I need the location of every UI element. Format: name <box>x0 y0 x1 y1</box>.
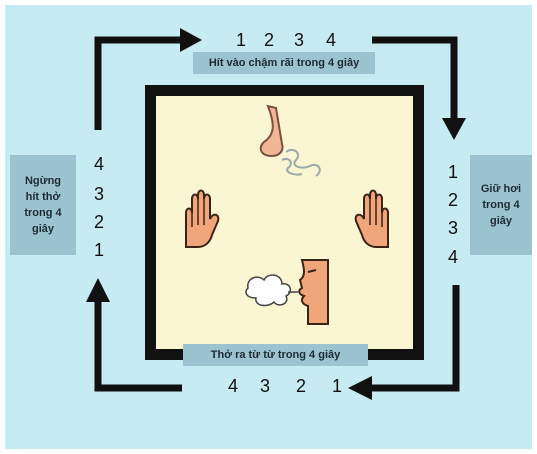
top-number-3: 3 <box>294 30 304 51</box>
arrowhead-right <box>442 118 466 140</box>
right-number-2: 2 <box>448 190 458 211</box>
exhale-face-icon <box>242 258 342 328</box>
inhale-label: Hít vào chậm rãi trong 4 giây <box>193 52 375 74</box>
hand-right-icon <box>352 189 396 249</box>
pause-label: Ngừng hít thở trong 4 giây <box>10 155 76 255</box>
top-number-2: 2 <box>264 30 274 51</box>
top-number-1: 1 <box>236 30 246 51</box>
hold-label: Giữ hơi trong 4 giây <box>470 155 532 255</box>
arrowhead-left <box>86 278 110 302</box>
exhale-label: Thở ra từ từ trong 4 giây <box>183 344 368 366</box>
left-number-4: 4 <box>94 154 104 175</box>
nose-icon <box>246 104 336 184</box>
right-number-3: 3 <box>448 218 458 239</box>
right-number-1: 1 <box>448 162 458 183</box>
left-number-2: 2 <box>94 212 104 233</box>
arrowhead-bottom <box>348 376 372 400</box>
breathing-box <box>145 85 424 360</box>
right-number-4: 4 <box>448 247 458 268</box>
bottom-number-1: 1 <box>332 376 342 397</box>
bottom-number-4: 4 <box>228 376 238 397</box>
hand-left-icon <box>178 189 222 249</box>
left-number-3: 3 <box>94 184 104 205</box>
bottom-number-2: 2 <box>296 376 306 397</box>
top-number-4: 4 <box>326 30 336 51</box>
bottom-number-3: 3 <box>260 376 270 397</box>
arrowhead-top <box>180 28 202 52</box>
left-number-1: 1 <box>94 240 104 261</box>
